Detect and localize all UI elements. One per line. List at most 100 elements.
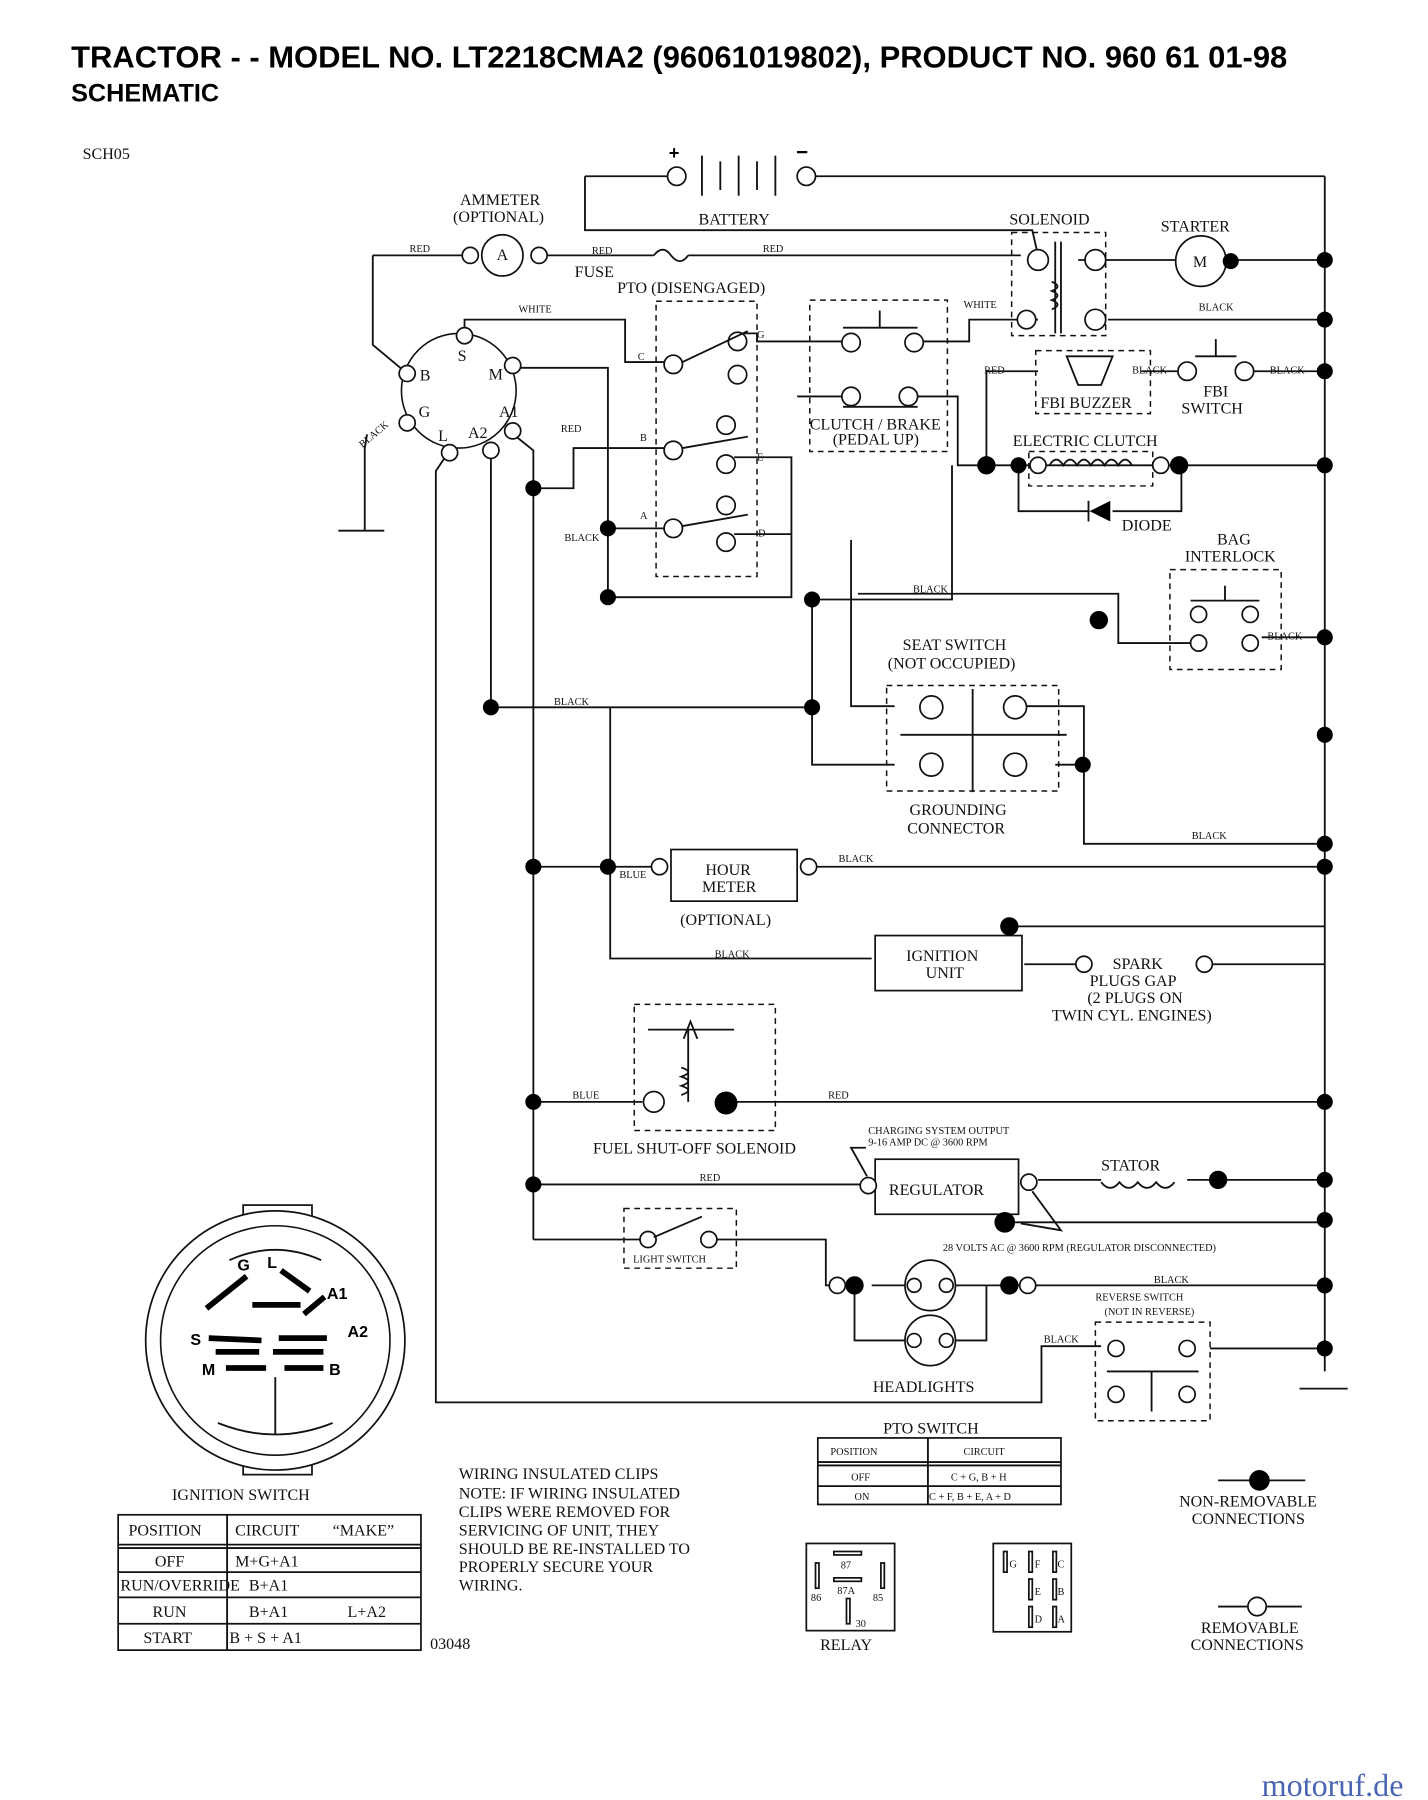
svg-text:CIRCUIT: CIRCUIT <box>235 1522 299 1539</box>
pto-switch-table: PTO SWITCH POSITION CIRCUIT OFF C + G, B… <box>816 1420 1062 1506</box>
label-fbi-switch-2: SWITCH <box>1181 401 1243 418</box>
page-subtitle: SCHEMATIC <box>71 80 219 108</box>
svg-text:BLACK: BLACK <box>1199 302 1235 313</box>
hour-meter-box <box>670 848 799 903</box>
label-meter: METER <box>702 879 757 896</box>
bag-interlock-switch <box>1189 585 1260 652</box>
svg-text:SHOULD BE RE-INSTALLED TO: SHOULD BE RE-INSTALLED TO <box>459 1541 690 1558</box>
svg-text:BLACK: BLACK <box>913 585 949 596</box>
label-hour: HOUR <box>705 862 751 879</box>
label-unit: UNIT <box>926 965 965 982</box>
label-solenoid: SOLENOID <box>1009 211 1089 228</box>
svg-text:BLACK: BLACK <box>357 419 391 450</box>
svg-text:87: 87 <box>841 1561 851 1572</box>
svg-text:ON: ON <box>855 1492 870 1503</box>
battery-minus: − <box>796 141 808 164</box>
ignition-unit-box <box>874 934 1023 992</box>
svg-text:BLACK: BLACK <box>1044 1335 1080 1346</box>
junction-dots <box>482 251 1333 1357</box>
label-regulator: REGULATOR <box>889 1182 984 1199</box>
svg-text:A: A <box>640 511 648 522</box>
svg-text:BLACK: BLACK <box>1270 366 1306 377</box>
svg-text:A2: A2 <box>468 425 488 442</box>
svg-text:87A: 87A <box>837 1586 855 1597</box>
svg-text:A2: A2 <box>348 1323 369 1341</box>
svg-text:BLUE: BLUE <box>619 870 646 881</box>
svg-text:POSITION: POSITION <box>830 1447 878 1458</box>
svg-text:RED: RED <box>828 1090 849 1101</box>
ignition-table-title: IGNITION SWITCH <box>172 1487 310 1504</box>
svg-text:E: E <box>1035 1587 1041 1598</box>
svg-text:BLACK: BLACK <box>1267 632 1303 643</box>
svg-text:86: 86 <box>811 1593 821 1604</box>
label-spark: SPARK <box>1113 956 1164 973</box>
label-ammeter-optional: (OPTIONAL) <box>453 209 544 226</box>
svg-text:D: D <box>758 528 766 539</box>
label-electric-clutch: ELECTRIC CLUTCH <box>1013 433 1158 450</box>
label-fuse: FUSE <box>575 264 614 281</box>
svg-text:M: M <box>489 366 503 383</box>
removable-connection-icon <box>1247 1596 1268 1617</box>
label-charging-amps: 9-16 AMP DC @ 3600 RPM <box>868 1137 987 1148</box>
svg-text:RED: RED <box>409 244 430 255</box>
svg-text:START: START <box>143 1630 192 1647</box>
svg-text:BLACK: BLACK <box>554 697 590 708</box>
doc-number: 03048 <box>430 1636 470 1653</box>
battery-plus: + <box>669 142 680 163</box>
label-28-volts: 28 VOLTS AC @ 3600 RPM (REGULATOR DISCON… <box>943 1243 1216 1254</box>
svg-text:CONNECTIONS: CONNECTIONS <box>1191 1637 1304 1654</box>
svg-text:G: G <box>419 404 431 421</box>
fuse-icon <box>653 248 689 263</box>
svg-text:L+A2: L+A2 <box>348 1604 386 1621</box>
svg-text:F: F <box>1035 1560 1041 1571</box>
svg-text:BLACK: BLACK <box>1154 1275 1190 1286</box>
svg-text:RED: RED <box>700 1173 721 1184</box>
svg-text:85: 85 <box>873 1593 883 1604</box>
label-headlights: HEADLIGHTS <box>873 1379 975 1396</box>
label-light-switch: LIGHT SWITCH <box>633 1254 706 1265</box>
svg-text:“MAKE”: “MAKE” <box>333 1522 395 1539</box>
watermark-logo: motoruf.de <box>1262 1767 1404 1800</box>
svg-text:WIRING.: WIRING. <box>459 1577 523 1594</box>
svg-text:OFF: OFF <box>851 1472 870 1483</box>
label-seat-switch: SEAT SWITCH <box>903 637 1007 654</box>
wires <box>338 175 1348 1404</box>
svg-text:RED: RED <box>763 244 784 255</box>
terminal-labels: S M B G L A2 A1 G C B E A D <box>419 330 767 539</box>
svg-text:A: A <box>1058 1615 1066 1626</box>
label-diode: DIODE <box>1122 518 1172 535</box>
label-pedal-up: (PEDAL UP) <box>833 432 919 449</box>
stator-coil-icon <box>1020 1180 1176 1232</box>
svg-text:NON-REMOVABLE: NON-REMOVABLE <box>1179 1494 1317 1511</box>
pto-switch-symbol <box>663 330 749 553</box>
svg-text:BLACK: BLACK <box>564 533 600 544</box>
label-starter: STARTER <box>1161 218 1230 235</box>
label-fbi-buzzer: FBI BUZZER <box>1040 395 1132 412</box>
label-not-in-reverse: (NOT IN REVERSE) <box>1105 1307 1195 1318</box>
label-fuel-solenoid: FUEL SHUT-OFF SOLENOID <box>593 1140 796 1157</box>
label-plugs-gap: PLUGS GAP <box>1090 973 1177 990</box>
label-charging-output: CHARGING SYSTEM OUTPUT <box>868 1126 1010 1137</box>
svg-text:CONNECTIONS: CONNECTIONS <box>1192 1511 1305 1528</box>
ignition-switch-table: IGNITION SWITCH POSITION CIRCUIT “MAKE” … <box>117 1487 422 1651</box>
solenoid-coil-icon <box>1049 241 1062 334</box>
seat-switch <box>900 688 1067 793</box>
svg-text:BLACK: BLACK <box>838 854 874 865</box>
svg-text:RUN/OVERRIDE: RUN/OVERRIDE <box>120 1577 239 1594</box>
label-ammeter: AMMETER <box>460 192 541 209</box>
legend: NON-REMOVABLE CONNECTIONS REMOVABLE CONN… <box>1179 1470 1317 1654</box>
svg-text:RUN: RUN <box>153 1604 187 1621</box>
svg-text:BLACK: BLACK <box>1132 366 1168 377</box>
svg-text:RED: RED <box>592 246 613 257</box>
label-battery: BATTERY <box>699 211 771 228</box>
svg-text:RED: RED <box>561 424 582 435</box>
ignition-switch-face: G L A1 A2 S M B <box>144 1204 406 1476</box>
svg-text:C + F, B + E, A + D: C + F, B + E, A + D <box>929 1492 1012 1503</box>
svg-text:WHITE: WHITE <box>963 300 996 311</box>
label-fbi-switch-1: FBI <box>1203 383 1228 400</box>
svg-text:E: E <box>757 453 763 464</box>
svg-text:G: G <box>1009 1560 1017 1571</box>
component-labels: AMMETER (OPTIONAL) A BATTERY FUSE SOLENO… <box>453 192 1276 1396</box>
